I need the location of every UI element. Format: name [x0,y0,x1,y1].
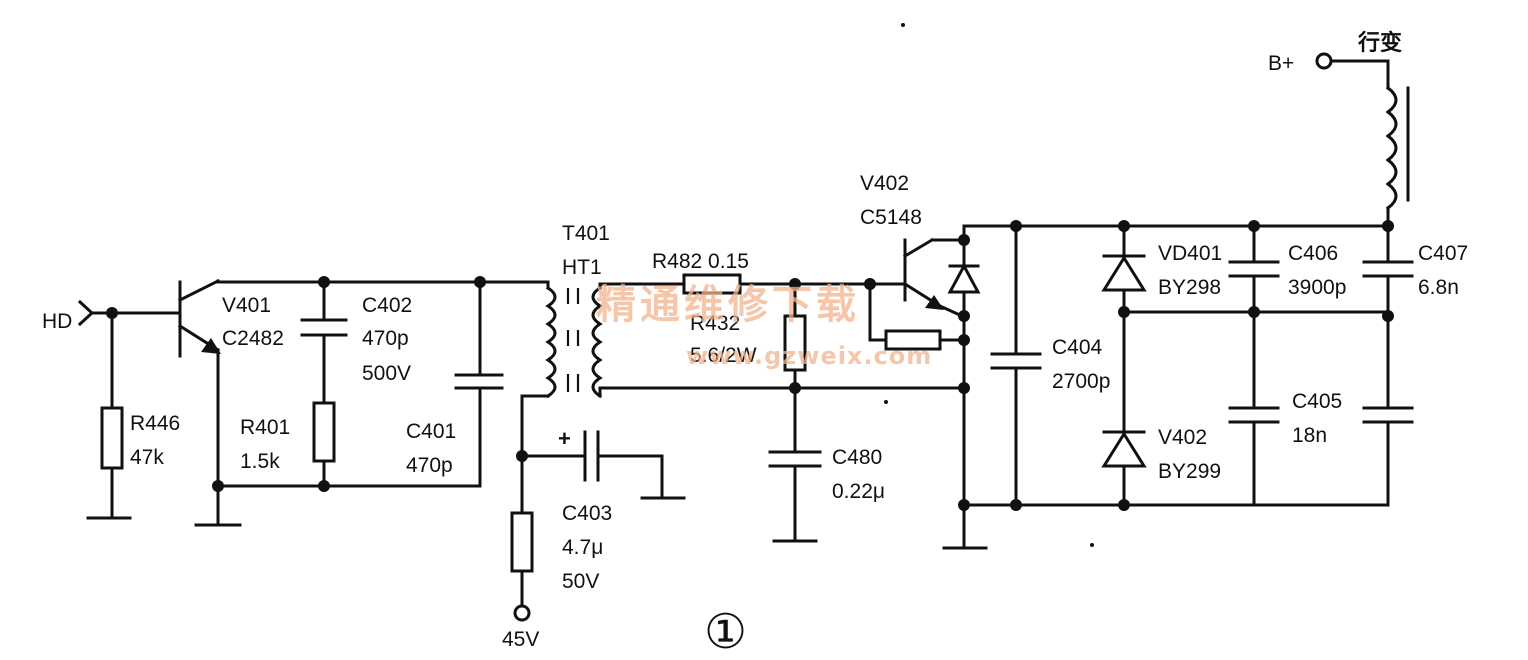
label-r401: R401 [240,416,290,439]
v401-transistor [177,278,482,527]
label-r401-val: 1.5k [240,450,280,473]
vd401-diode [1101,255,1147,292]
scan-speck [1090,543,1094,547]
label-c403: C403 [562,502,612,525]
hd-input-stage [77,299,182,520]
label-v402-top: V402 [860,172,909,195]
label-c402-val: 470p [362,327,409,350]
label-r446-val: 47k [130,446,164,469]
label-ht1: HT1 [562,256,602,279]
label-c405: C405 [1292,390,1342,413]
labels: HD V401 C2482 R446 47k C402 470p 500V R4… [42,30,1468,660]
label-c401-val: 470p [406,454,453,477]
r446-resistor [100,406,124,470]
label-c401: C401 [406,420,456,443]
label-v402-bot: V402 [1158,426,1207,449]
scan-speck [884,400,888,404]
label-c404-val: 2700p [1052,370,1110,393]
terminal-bplus [1315,52,1333,70]
label-c404: C404 [1052,336,1103,359]
terminal-45v [513,604,531,622]
label-c403-val: 4.7μ [562,536,603,559]
label-v401: V401 [222,294,271,317]
label-plus: + [558,426,571,451]
label-hd: HD [42,310,72,333]
label-bplus: B+ [1268,52,1294,75]
figure-number: ① [704,604,747,660]
input-resistor [510,511,534,573]
flyback-winding [1385,85,1398,211]
label-c405-val: 18n [1292,424,1327,447]
label-c406: C406 [1288,242,1338,265]
label-by299: BY299 [1158,460,1221,483]
watermark-url: www.gzweix.com [686,342,932,370]
label-c407-val: 6.8n [1418,276,1459,299]
label-r482: R482 0.15 [652,250,749,273]
label-t401: T401 [562,222,610,245]
v402-c5148-transistor [868,224,988,550]
label-c403-volt: 50V [562,570,599,593]
t401-primary-winding [545,285,557,399]
label-c480-val: 0.22μ [832,480,885,503]
label-flyback: 行变 [1357,30,1402,55]
output-bus [962,220,1414,511]
r482-r432-c480 [682,273,876,543]
scan-speck [901,23,905,27]
hd-input-arrow [77,299,95,327]
r401-resistor [312,401,336,463]
watermark-cn: 精通维修下载 [596,281,860,328]
v402-diode [1101,431,1147,468]
c403-45v-branch [510,430,686,622]
label-c5148: C5148 [860,206,922,229]
t401-secondary-winding [591,285,603,399]
label-r446: R446 [130,412,180,435]
label-c407: C407 [1418,242,1468,265]
label-45v: 45V [502,628,539,651]
c401-capacitor [454,276,550,488]
label-c480: C480 [832,446,882,469]
label-by298: BY298 [1158,276,1221,299]
flyback-transformer [1315,52,1410,228]
label-c402-volt: 500V [362,362,411,385]
label-c406-val: 3900p [1288,276,1346,299]
label-vd401: VD401 [1158,242,1222,265]
c402-r401-branch [300,276,348,492]
label-c2482: C2482 [222,327,284,350]
label-r432: R432 [690,312,740,335]
label-r432-val: 5.6/2W [690,344,757,367]
watermark: 精通维修下载 www.gzweix.com [596,281,932,370]
label-c402: C402 [362,294,412,317]
t401-transformer [520,280,962,515]
